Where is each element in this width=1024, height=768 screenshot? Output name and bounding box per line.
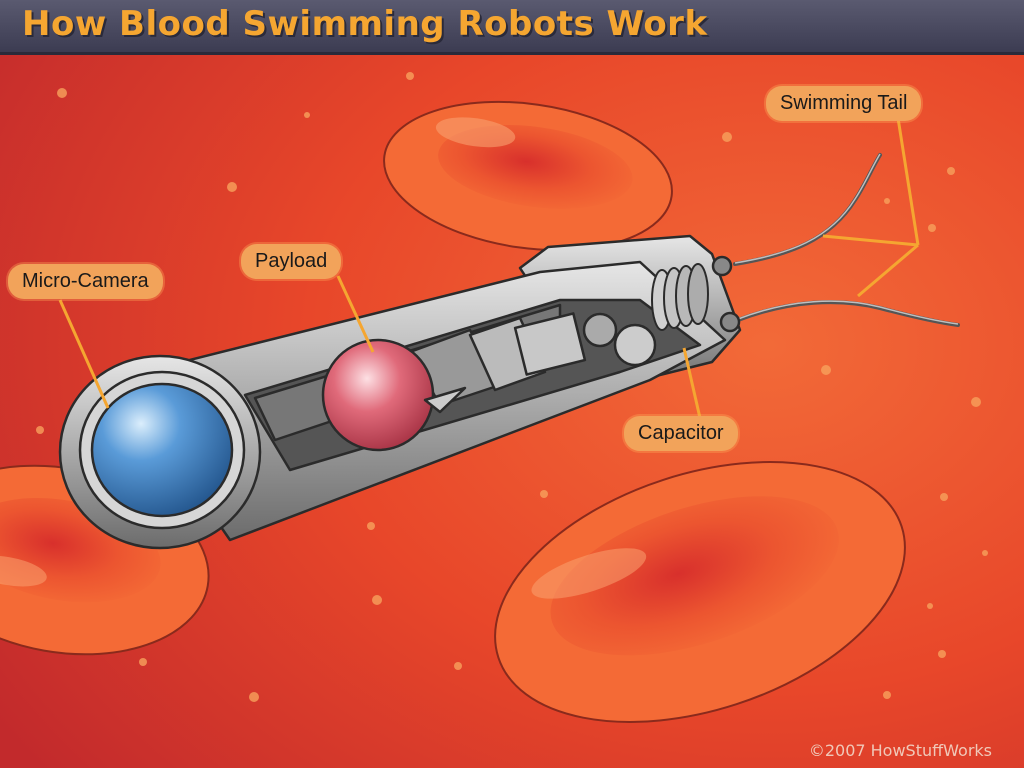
blood-cell-top	[383, 100, 673, 252]
robot-body	[58, 234, 742, 550]
plasma-specks	[36, 72, 988, 702]
copyright-credit: ©2007 HowStuffWorks	[808, 741, 992, 760]
title-bar: How Blood Swimming Robots Work	[0, 0, 1024, 55]
leader-lines	[58, 117, 920, 419]
payload-sphere	[321, 338, 435, 452]
page-title: How Blood Swimming Robots Work	[22, 4, 708, 44]
label-micro-camera: Micro-Camera	[8, 264, 163, 299]
label-swimming-tail: Swimming Tail	[766, 86, 922, 121]
camera-lens	[90, 382, 234, 518]
label-payload: Payload	[241, 244, 342, 279]
label-capacitor: Capacitor	[624, 416, 738, 451]
blood-cell-bottom-right	[494, 461, 906, 723]
